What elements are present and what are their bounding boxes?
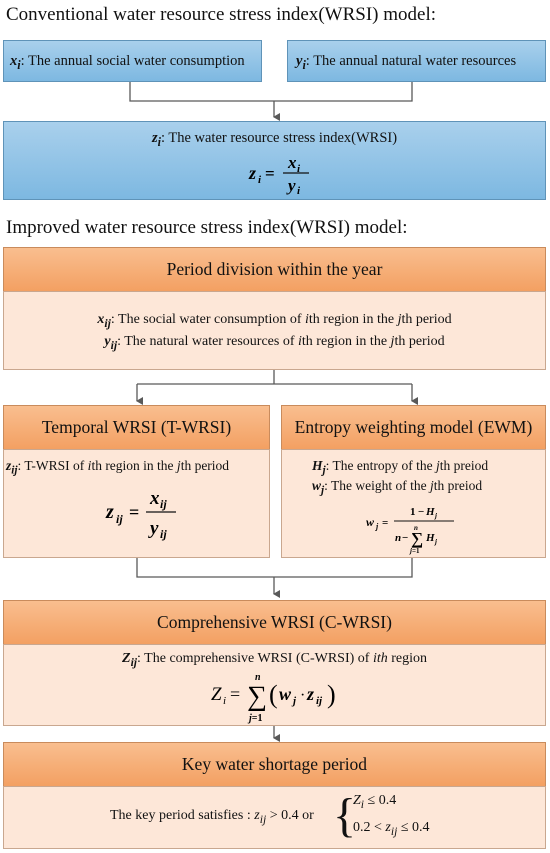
- svg-text:H: H: [425, 506, 435, 518]
- svg-text:j: j: [434, 512, 437, 520]
- svg-text:): ): [327, 680, 336, 709]
- connector-merge: [136, 558, 413, 578]
- svg-text:·: ·: [300, 687, 305, 704]
- svg-text:1: 1: [410, 506, 416, 518]
- period-division-body: xij: The social water consumption of ith…: [3, 291, 546, 370]
- cwrsi-header: Comprehensive WRSI (C-WRSI): [3, 600, 546, 645]
- svg-text:w: w: [279, 684, 292, 704]
- key-period-condition: The key period satisfies : zij > 0.4 or: [110, 808, 314, 826]
- key-period-case-2: 0.2 < zij ≤ 0.4: [353, 820, 430, 838]
- svg-text:−: −: [402, 532, 408, 544]
- svg-text:i: i: [297, 163, 301, 175]
- svg-text:−: −: [418, 506, 424, 518]
- svg-text:ij: ij: [160, 497, 167, 511]
- svg-text:i: i: [258, 174, 262, 186]
- svg-text:Z: Z: [211, 684, 222, 705]
- y-input-box: yi: The annual natural water resources: [287, 40, 546, 82]
- svg-text:x: x: [287, 153, 297, 172]
- svg-text:(: (: [269, 680, 278, 709]
- svg-text:i: i: [223, 695, 226, 707]
- svg-text:=: =: [129, 502, 139, 522]
- svg-text:y: y: [286, 176, 296, 195]
- svg-text:j: j: [374, 522, 379, 531]
- x-input-label: : The annual social water consumption: [20, 53, 245, 69]
- svg-text:x: x: [149, 488, 160, 509]
- improved-heading: Improved water resource stress index(WRS…: [6, 217, 408, 238]
- svg-text:j=1: j=1: [247, 713, 262, 724]
- svg-text:z: z: [248, 163, 256, 183]
- twrsi-header: Temporal WRSI (T-WRSI): [3, 405, 270, 450]
- conventional-heading: Conventional water resource stress index…: [6, 4, 437, 25]
- svg-text:=: =: [382, 517, 388, 529]
- svg-text:i: i: [297, 185, 301, 196]
- svg-text:∑: ∑: [411, 529, 423, 548]
- connector-top: [129, 82, 413, 102]
- ewm-header: Entropy weighting model (EWM): [281, 405, 546, 450]
- key-period-brace: {: [333, 789, 357, 842]
- svg-text:n: n: [395, 532, 401, 544]
- svg-text:n: n: [414, 524, 418, 532]
- svg-text:=: =: [265, 164, 275, 183]
- svg-text:j=1: j=1: [409, 547, 420, 555]
- cwrsi-body: Zij: The comprehensive WRSI (C-WRSI) of …: [3, 644, 546, 726]
- svg-text:ij: ij: [316, 695, 323, 707]
- svg-text:j: j: [434, 538, 437, 546]
- svg-text:ij: ij: [116, 512, 123, 526]
- svg-text:H: H: [425, 532, 435, 544]
- twrsi-body: zij: T-WRSI of ith region in the jth per…: [3, 449, 270, 558]
- svg-text:y: y: [148, 518, 159, 539]
- svg-text:=: =: [230, 684, 240, 704]
- key-period-case-1: Zi ≤ 0.4: [353, 793, 397, 811]
- wrsi-box: zi: The water resource stress index(WRSI…: [3, 121, 546, 200]
- y-input-label: : The annual natural water resources: [305, 53, 517, 69]
- period-division-header: Period division within the year: [3, 247, 546, 292]
- svg-text:w: w: [366, 515, 375, 529]
- key-period-body: The key period satisfies : zij > 0.4 or …: [3, 786, 546, 849]
- wrsi-label: : The water resource stress index(WRSI): [160, 130, 398, 146]
- svg-text:ij: ij: [160, 527, 167, 541]
- key-period-header: Key water shortage period: [3, 742, 546, 787]
- svg-text:∑: ∑: [247, 681, 267, 712]
- x-input-box: xi: The annual social water consumption: [3, 40, 262, 82]
- ewm-body: Hj: The entropy of the jth preiod wj: Th…: [281, 449, 546, 558]
- svg-text:z: z: [105, 501, 114, 523]
- svg-text:z: z: [306, 684, 314, 704]
- svg-text:n: n: [255, 672, 261, 683]
- svg-text:j: j: [291, 695, 297, 707]
